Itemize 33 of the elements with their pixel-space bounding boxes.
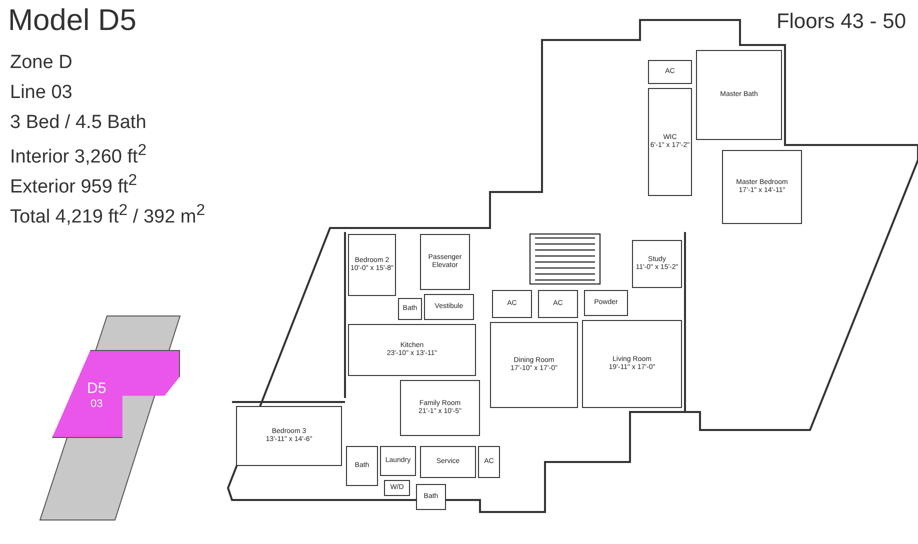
room-outline	[424, 294, 474, 320]
title: Model D5	[8, 4, 136, 38]
room-outline	[346, 446, 378, 486]
room-outline	[400, 380, 480, 436]
unit-spec: Exterior 959 ft$^{2}$	[10, 172, 138, 198]
room-outline	[538, 290, 578, 318]
room-outline	[490, 322, 578, 408]
unit-spec: Line 03	[10, 82, 72, 104]
room-outline	[420, 446, 476, 478]
room-outline	[722, 150, 802, 224]
floor-range: Floors 43 - 50	[776, 10, 906, 34]
room-outline	[348, 324, 476, 376]
room-outline	[478, 446, 500, 478]
room-outline	[696, 50, 782, 140]
room-outline	[416, 484, 446, 510]
room-outline	[420, 234, 470, 290]
unit-spec: Total 4,219 ft$^{2}$ / 392 m$^{2}$	[10, 202, 206, 228]
room-outline	[584, 290, 628, 316]
unit-spec: 3 Bed / 4.5 Bath	[10, 112, 146, 134]
room-outline	[236, 406, 342, 466]
unit-spec: Zone D	[10, 52, 72, 74]
line-number: 03	[89, 398, 104, 410]
room-outline	[648, 60, 692, 84]
room-outline	[348, 234, 396, 296]
room-outline	[384, 480, 410, 496]
room-outline	[648, 88, 692, 196]
room-outline	[582, 320, 682, 408]
room-outline	[492, 290, 532, 318]
unit-spec: Interior 3,260 ft$^{2}$	[10, 142, 147, 168]
room-outline	[632, 240, 682, 288]
room-outline	[380, 446, 416, 476]
room-outline	[398, 298, 422, 320]
unit-name: D5	[87, 381, 106, 398]
